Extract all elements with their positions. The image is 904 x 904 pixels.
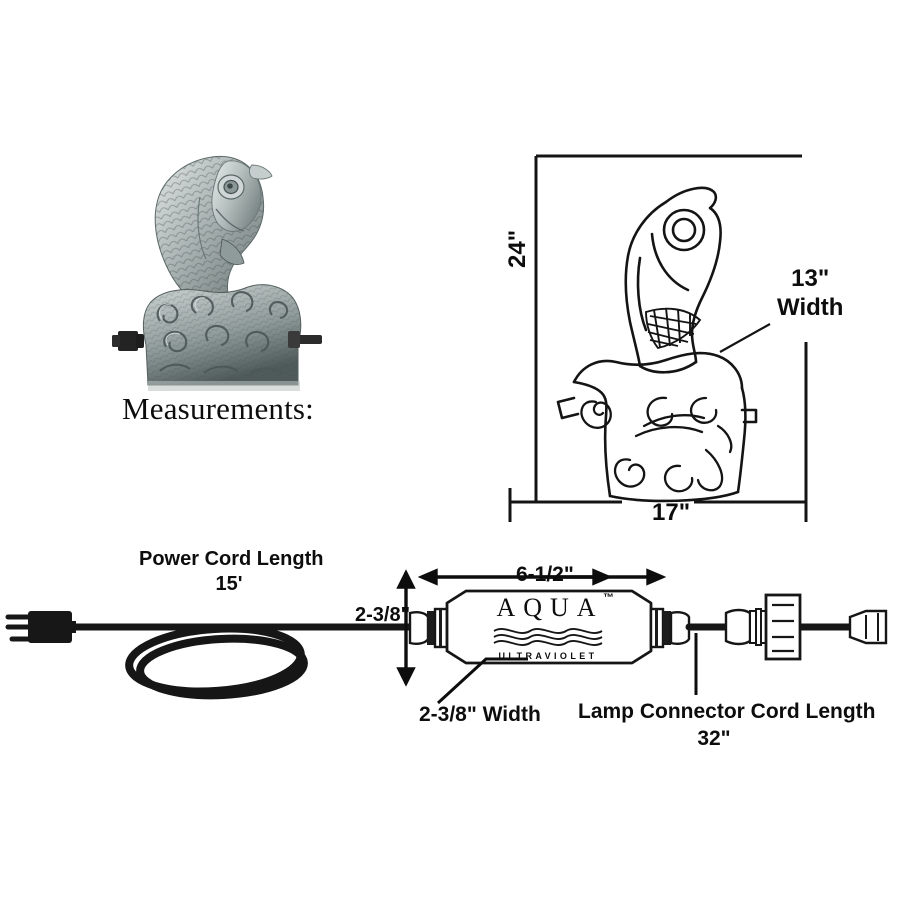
dimension-label-width-word: Width xyxy=(777,293,844,321)
koi-fish-statue-fountain-photo xyxy=(100,135,330,400)
lamp-connector-callout: Lamp Connector Cord Length 32" xyxy=(578,700,876,750)
dimension-label-width-value: 13" xyxy=(791,265,830,292)
power-cord-length-callout: Power Cord Length 15' xyxy=(139,548,324,596)
power-cord-length-label: Power Cord Length xyxy=(139,548,324,570)
power-cord-length-value: 15' xyxy=(215,573,243,596)
page-title: Measurements: xyxy=(122,391,314,426)
dimension-callout-width: 13" Width xyxy=(777,265,844,322)
lamp-connector-label: Lamp Connector Cord Length xyxy=(578,700,876,723)
unit-height-label: 2-3/8" xyxy=(355,604,411,626)
fish-statue-line-drawing xyxy=(470,130,890,550)
logo-brand-text: AQUA xyxy=(496,593,604,622)
lamp-connector-value: 32" xyxy=(697,726,731,750)
logo-subtitle-text: ULTRAVIOLET xyxy=(498,651,598,661)
dimension-label-height: 24" xyxy=(504,229,531,268)
dimension-label-base-width: 17" xyxy=(652,499,691,526)
unit-width-label: 2-3/8" Width xyxy=(419,703,541,726)
logo-subtitle-wrap: ULTRAVIOLET xyxy=(481,651,611,661)
aqua-ultraviolet-logo: AQUA xyxy=(481,593,611,622)
unit-length-label: 6-1/2" xyxy=(516,563,574,586)
power-cord-and-uv-unit-diagram xyxy=(0,555,904,755)
trademark-symbol: ™ xyxy=(603,592,614,604)
